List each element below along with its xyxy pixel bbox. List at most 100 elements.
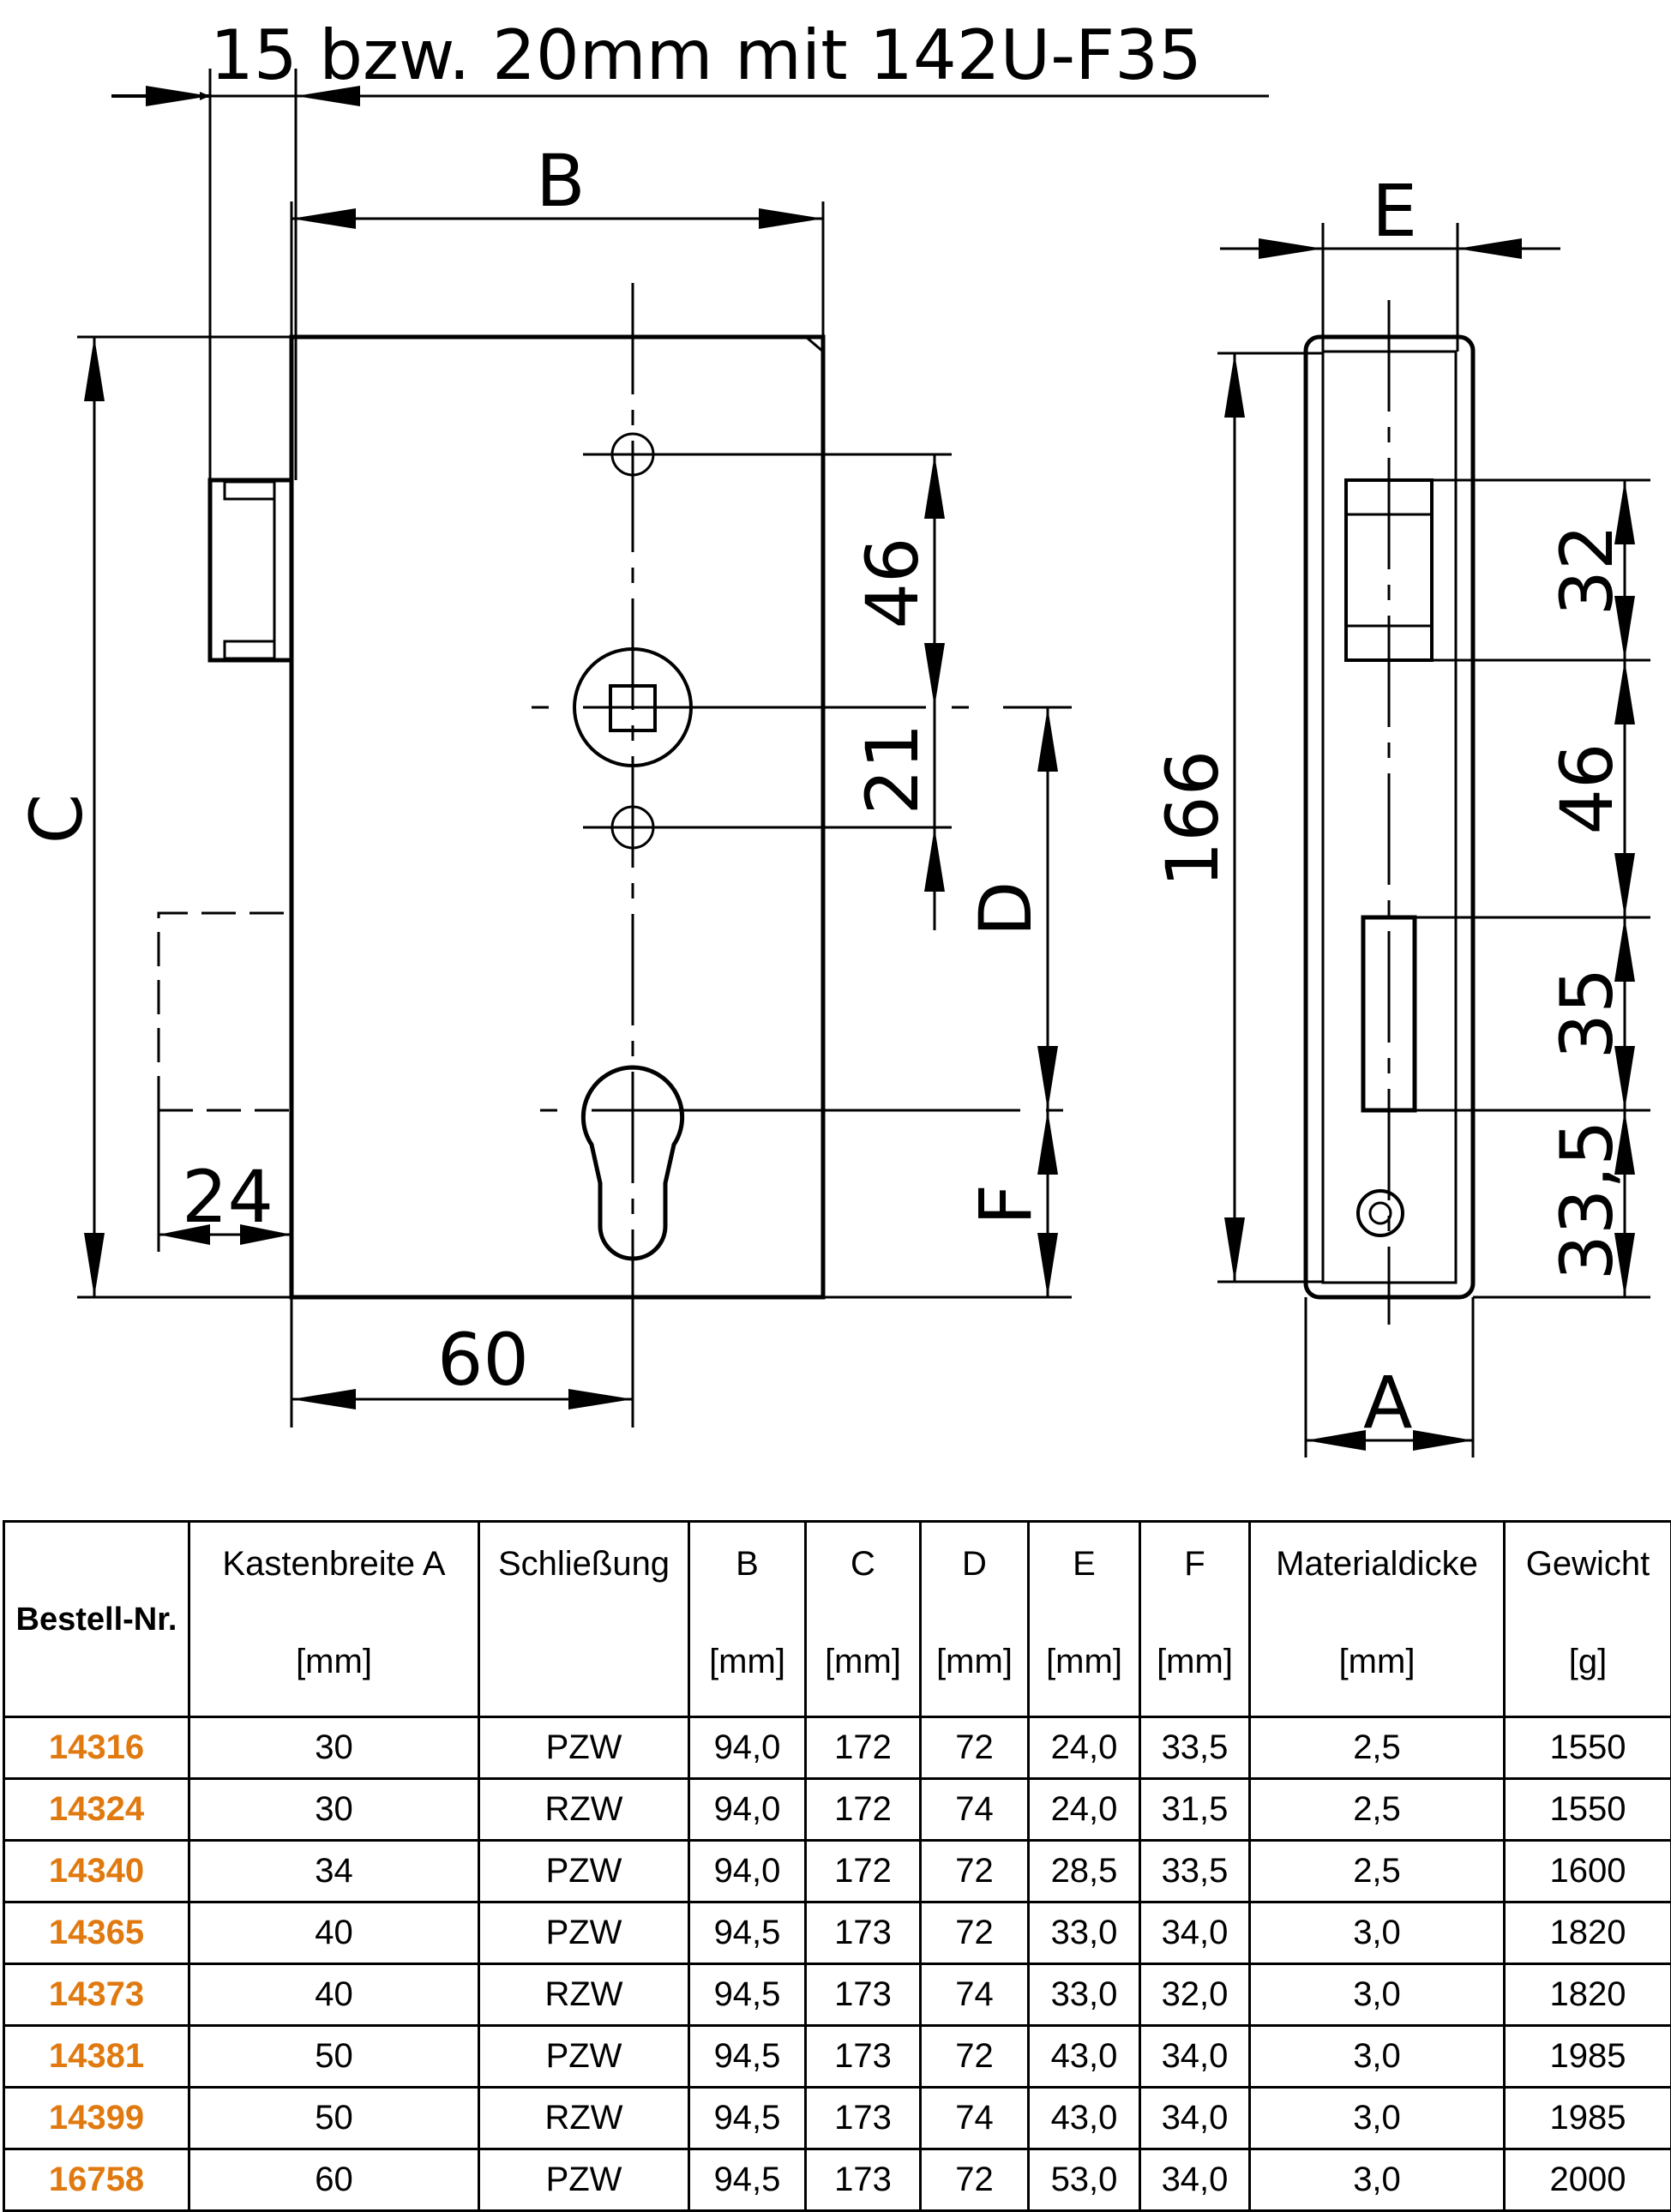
header-order-number: Bestell-Nr. bbox=[4, 1522, 189, 1717]
cell-locking: PZW bbox=[479, 2149, 689, 2211]
cell-order-number: 14316 bbox=[4, 1717, 189, 1779]
cell-material-thickness: 3,0 bbox=[1250, 2149, 1505, 2211]
table-header-row: Bestell-Nr. Kastenbreite A[mm] Schließun… bbox=[4, 1522, 1671, 1717]
cell-e: 24,0 bbox=[1029, 1779, 1140, 1841]
dim-label-21: 21 bbox=[851, 724, 935, 815]
header-e: E[mm] bbox=[1029, 1522, 1140, 1717]
cell-f: 32,0 bbox=[1140, 1964, 1250, 2026]
cell-box-width: 34 bbox=[189, 1841, 479, 1902]
cell-material-thickness: 2,5 bbox=[1250, 1717, 1505, 1779]
dim-label-60: 60 bbox=[437, 1318, 529, 1402]
cell-e: 43,0 bbox=[1029, 2026, 1140, 2088]
header-locking: Schließung bbox=[479, 1522, 689, 1717]
cell-order-number: 14399 bbox=[4, 2088, 189, 2149]
cell-material-thickness: 2,5 bbox=[1250, 1841, 1505, 1902]
cell-order-number: 14340 bbox=[4, 1841, 189, 1902]
cell-e: 28,5 bbox=[1029, 1841, 1140, 1902]
cell-locking: RZW bbox=[479, 2088, 689, 2149]
cell-d: 74 bbox=[921, 1779, 1029, 1841]
cell-order-number: 14381 bbox=[4, 2026, 189, 2088]
cell-c: 173 bbox=[806, 2088, 921, 2149]
faceplate-thickness-dimension bbox=[111, 69, 1269, 480]
cell-f: 33,5 bbox=[1140, 1841, 1250, 1902]
cell-c: 172 bbox=[806, 1779, 921, 1841]
dim-label-a: A bbox=[1363, 1361, 1412, 1445]
cell-f: 34,0 bbox=[1140, 2088, 1250, 2149]
cell-order-number: 14365 bbox=[4, 1902, 189, 1964]
cell-b: 94,5 bbox=[689, 2088, 806, 2149]
cell-f: 34,0 bbox=[1140, 1902, 1250, 1964]
cell-weight: 1550 bbox=[1505, 1779, 1671, 1841]
cell-b: 94,5 bbox=[689, 2149, 806, 2211]
cell-d: 72 bbox=[921, 1902, 1029, 1964]
cell-locking: PZW bbox=[479, 2026, 689, 2088]
cell-order-number: 16758 bbox=[4, 2149, 189, 2211]
header-box-width: Kastenbreite A[mm] bbox=[189, 1522, 479, 1717]
cell-box-width: 40 bbox=[189, 1902, 479, 1964]
dim-label-d: D bbox=[964, 881, 1048, 937]
cell-c: 173 bbox=[806, 1964, 921, 2026]
dim-label-46-front: 46 bbox=[851, 538, 935, 629]
cell-d: 72 bbox=[921, 2149, 1029, 2211]
cell-b: 94,5 bbox=[689, 1902, 806, 1964]
cell-locking: PZW bbox=[479, 1841, 689, 1902]
cell-b: 94,5 bbox=[689, 2026, 806, 2088]
dim-label-166: 166 bbox=[1151, 750, 1235, 887]
cell-c: 173 bbox=[806, 2026, 921, 2088]
cell-d: 72 bbox=[921, 2026, 1029, 2088]
cell-c: 172 bbox=[806, 1841, 921, 1902]
header-c: C[mm] bbox=[806, 1522, 921, 1717]
latch-bolt bbox=[210, 480, 292, 660]
dim-label-33-5: 33,5 bbox=[1545, 1120, 1629, 1280]
dim-label-e: E bbox=[1372, 169, 1417, 253]
cell-f: 33,5 bbox=[1140, 1717, 1250, 1779]
cell-locking: RZW bbox=[479, 1779, 689, 1841]
cell-d: 74 bbox=[921, 2088, 1029, 2149]
lock-side-view bbox=[1306, 300, 1473, 1325]
dim-label-46-side: 46 bbox=[1545, 743, 1629, 835]
dim-label-35: 35 bbox=[1545, 968, 1629, 1060]
cell-locking: PZW bbox=[479, 1902, 689, 1964]
cell-e: 53,0 bbox=[1029, 2149, 1140, 2211]
technical-drawing: 15 bzw. 20mm mit 142U-F35 bbox=[0, 0, 1671, 1509]
header-b: B[mm] bbox=[689, 1522, 806, 1717]
cell-weight: 2000 bbox=[1505, 2149, 1671, 2211]
cell-locking: RZW bbox=[479, 1964, 689, 2026]
header-f: F[mm] bbox=[1140, 1522, 1250, 1717]
cell-material-thickness: 3,0 bbox=[1250, 2088, 1505, 2149]
top-label: 15 bzw. 20mm mit 142U-F35 bbox=[210, 15, 1202, 95]
cell-box-width: 30 bbox=[189, 1717, 479, 1779]
cell-e: 43,0 bbox=[1029, 2088, 1140, 2149]
cell-b: 94,0 bbox=[689, 1717, 806, 1779]
cell-e: 24,0 bbox=[1029, 1717, 1140, 1779]
header-material-thickness: Materialdicke[mm] bbox=[1250, 1522, 1505, 1717]
cell-weight: 1820 bbox=[1505, 1964, 1671, 2026]
cell-d: 72 bbox=[921, 1841, 1029, 1902]
cell-weight: 1985 bbox=[1505, 2026, 1671, 2088]
cell-weight: 1820 bbox=[1505, 1902, 1671, 1964]
dim-label-c: C bbox=[15, 794, 99, 845]
cell-d: 74 bbox=[921, 1964, 1029, 2026]
cell-weight: 1550 bbox=[1505, 1717, 1671, 1779]
cell-material-thickness: 3,0 bbox=[1250, 1964, 1505, 2026]
cell-box-width: 40 bbox=[189, 1964, 479, 2026]
cell-box-width: 50 bbox=[189, 2026, 479, 2088]
cell-material-thickness: 3,0 bbox=[1250, 2026, 1505, 2088]
cell-weight: 1600 bbox=[1505, 1841, 1671, 1902]
cell-order-number: 14373 bbox=[4, 1964, 189, 2026]
cell-order-number: 14324 bbox=[4, 1779, 189, 1841]
specification-table: Bestell-Nr. Kastenbreite A[mm] Schließun… bbox=[3, 1520, 1671, 2212]
cell-f: 34,0 bbox=[1140, 2149, 1250, 2211]
cell-box-width: 60 bbox=[189, 2149, 479, 2211]
cell-material-thickness: 2,5 bbox=[1250, 1779, 1505, 1841]
cell-f: 34,0 bbox=[1140, 2026, 1250, 2088]
cell-b: 94,0 bbox=[689, 1779, 806, 1841]
cell-b: 94,0 bbox=[689, 1841, 806, 1902]
